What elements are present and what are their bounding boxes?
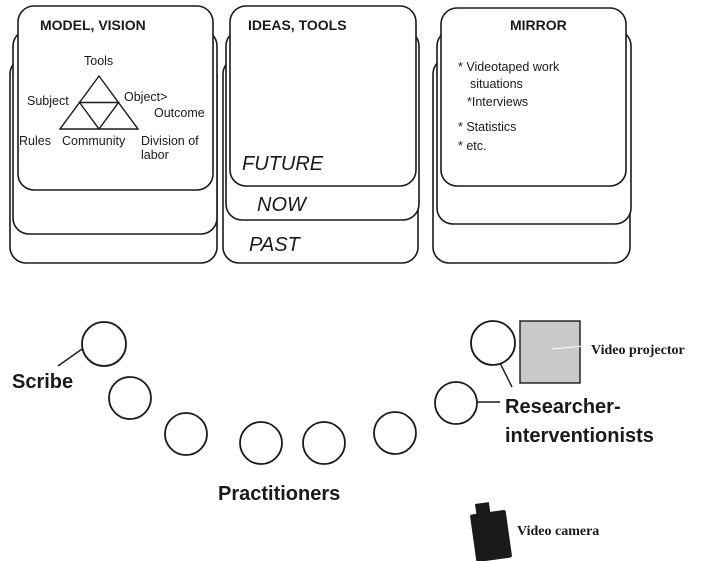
layer-future: FUTURE (242, 153, 324, 175)
label-outcome: Outcome (154, 106, 205, 120)
seat-practitioner-4 (302, 421, 346, 465)
seat-practitioner-2 (164, 412, 208, 456)
model-title: MODEL, VISION (40, 17, 146, 33)
seat-practitioner-5 (373, 411, 417, 455)
projector-icon (519, 320, 581, 384)
label-camera: Video camera (517, 524, 599, 539)
mirror-item-1: * Videotaped work (458, 60, 560, 74)
ideas-title: IDEAS, TOOLS (248, 17, 347, 33)
layer-past: PAST (249, 234, 302, 256)
mirror-title: MIRROR (510, 17, 567, 33)
label-practitioners: Practitioners (218, 483, 340, 505)
label-object: Object> (124, 90, 167, 104)
triangle-inner (78, 101, 120, 131)
label-division-1: Division of (141, 134, 199, 148)
label-rules: Rules (19, 134, 51, 148)
label-researchers-1: Researcher- (505, 396, 621, 418)
mirror-item-3: *Interviews (467, 95, 528, 109)
layer-now: NOW (257, 194, 308, 216)
seat-practitioner-3 (239, 421, 283, 465)
scribe-pointer (57, 348, 83, 367)
label-division-2: labor (141, 148, 169, 162)
label-projector: Video projector (591, 343, 685, 358)
seat-practitioner-1 (108, 376, 152, 420)
mirror-item-5: * etc. (458, 139, 487, 153)
label-subject: Subject (27, 94, 69, 108)
mirror-item-4: * Statistics (458, 120, 516, 134)
researcher-pointer-2 (499, 362, 513, 388)
mirror-item-2: situations (470, 77, 523, 91)
panel-ideas-tools: IDEAS, TOOLS FUTURE NOW PAST (222, 5, 420, 264)
label-scribe: Scribe (12, 371, 73, 393)
seat-scribe (81, 321, 127, 367)
panel-mirror: MIRROR * Videotaped work situations *Int… (432, 7, 632, 264)
seat-researcher-1 (434, 381, 478, 425)
ideas-card-future (229, 5, 417, 187)
mirror-card-front (440, 7, 627, 187)
projector-beam (551, 345, 585, 350)
panel-model-vision: MODEL, VISION Tools Subject Object> Outc… (9, 5, 218, 264)
label-researchers-2: interventionists (505, 425, 654, 447)
seat-researcher-2 (470, 320, 516, 366)
video-camera-icon (470, 502, 512, 561)
label-community: Community (62, 134, 126, 148)
room-layout: Scribe Practitioners Researcher- interve… (12, 320, 685, 561)
activity-triangle (58, 74, 140, 131)
label-tools: Tools (84, 54, 113, 68)
